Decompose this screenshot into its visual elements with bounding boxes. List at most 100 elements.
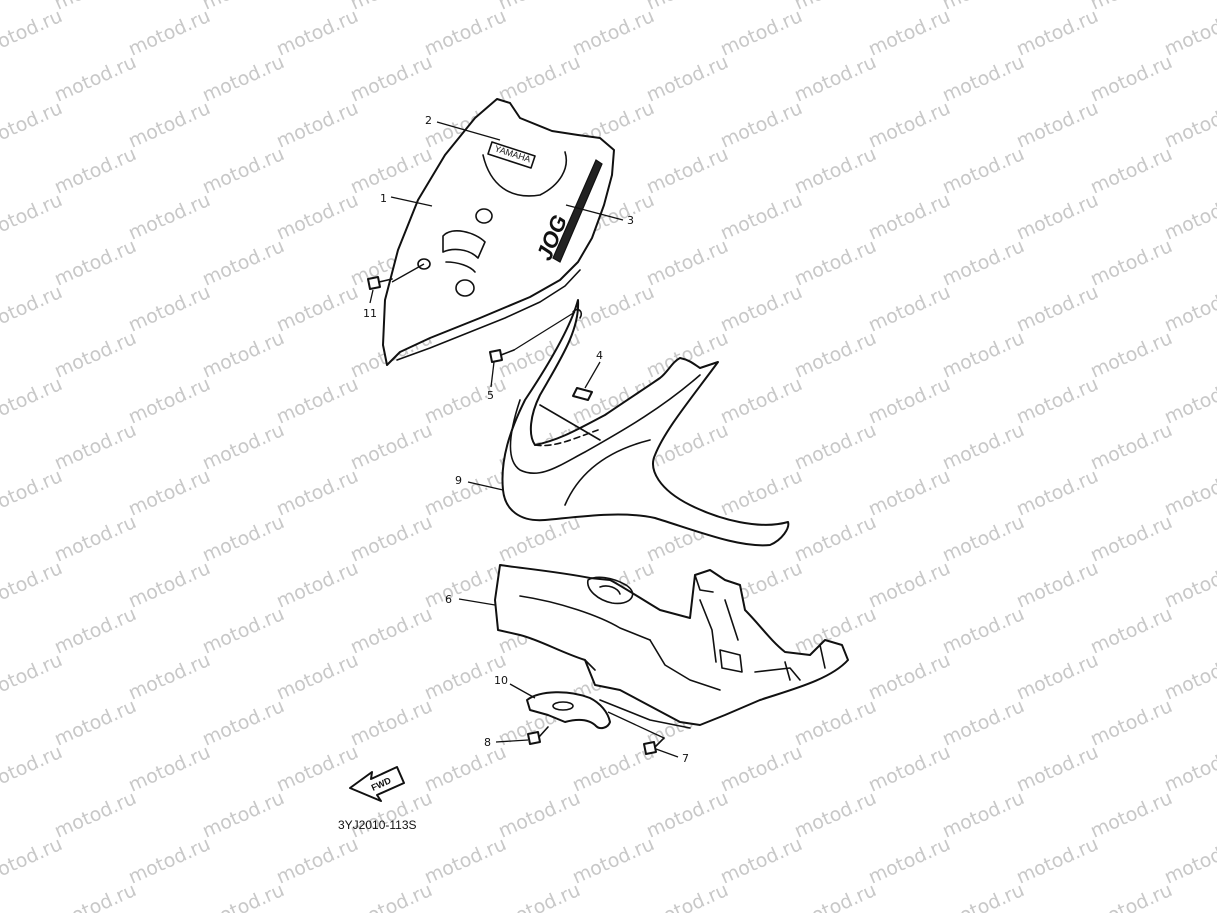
callout-4: 4 xyxy=(596,349,603,362)
watermark-text: motod.ru xyxy=(125,97,214,153)
watermark-text: motod.ru xyxy=(939,327,1028,383)
watermark-text: motod.ru xyxy=(939,0,1028,15)
watermark-text: motod.ru xyxy=(495,0,584,15)
watermark-text: motod.ru xyxy=(0,465,66,521)
watermark-text: motod.ru xyxy=(1161,97,1217,153)
watermark-text: motod.ru xyxy=(939,143,1028,199)
watermark-text: motod.ru xyxy=(199,235,288,291)
watermark-text: motod.ru xyxy=(125,741,214,797)
watermark-text: motod.ru xyxy=(347,695,436,751)
watermark-text: motod.ru xyxy=(347,0,436,15)
watermark-text: motod.ru xyxy=(1087,0,1176,15)
watermark-text: motod.ru xyxy=(569,5,658,61)
watermark-text: motod.ru xyxy=(1087,603,1176,659)
diagram-code: 3YJ2010-113S xyxy=(338,818,417,832)
watermark-text: motod.ru xyxy=(1087,143,1176,199)
watermark-text: motod.ru xyxy=(273,5,362,61)
watermark-text: motod.ru xyxy=(791,51,880,107)
screw-11 xyxy=(367,276,393,290)
watermark-text: motod.ru xyxy=(125,5,214,61)
watermark-text: motod.ru xyxy=(791,143,880,199)
watermark-text: motod.ru xyxy=(939,603,1028,659)
watermark-text: motod.ru xyxy=(643,0,732,15)
watermark-text: motod.ru xyxy=(717,373,806,429)
watermark-text: motod.ru xyxy=(347,603,436,659)
watermark-text: motod.ru xyxy=(1013,97,1102,153)
watermark-text: motod.ru xyxy=(347,51,436,107)
watermark-text: motod.ru xyxy=(1013,741,1102,797)
watermark-text: motod.ru xyxy=(495,51,584,107)
watermark-text: motod.ru xyxy=(643,51,732,107)
watermark-text: motod.ru xyxy=(1013,649,1102,705)
callout-6: 6 xyxy=(445,593,452,606)
watermark-text: motod.ru xyxy=(1013,833,1102,889)
watermark-text: motod.ru xyxy=(125,281,214,337)
watermark-text: motod.ru xyxy=(791,419,880,475)
watermark-text: motod.ru xyxy=(199,879,288,913)
watermark-text: motod.ru xyxy=(51,235,140,291)
watermark-text: motod.ru xyxy=(643,143,732,199)
watermark-text: motod.ru xyxy=(939,51,1028,107)
watermark-text: motod.ru xyxy=(939,879,1028,913)
watermark-text: motod.ru xyxy=(865,557,954,613)
callout-11: 11 xyxy=(363,307,377,320)
callout-5: 5 xyxy=(487,389,494,402)
watermark-text: motod.ru xyxy=(865,5,954,61)
watermark-text: motod.ru xyxy=(421,833,510,889)
bracket-plate-part xyxy=(526,691,611,730)
watermark-text: motod.ru xyxy=(865,465,954,521)
callout-8: 8 xyxy=(484,736,491,749)
watermark-text: motod.ru xyxy=(0,281,66,337)
watermark-text: motod.ru xyxy=(51,695,140,751)
watermark-text: motod.ru xyxy=(1013,5,1102,61)
watermark-text: motod.ru xyxy=(1161,373,1217,429)
watermark-text: motod.ru xyxy=(199,787,288,843)
watermark-text: motod.ru xyxy=(51,0,140,15)
watermark-text: motod.ru xyxy=(939,787,1028,843)
watermark-text: motod.ru xyxy=(569,833,658,889)
watermark-text: motod.ru xyxy=(717,97,806,153)
callout-2: 2 xyxy=(425,114,432,127)
watermark-text: motod.ru xyxy=(643,787,732,843)
watermark-text: motod.ru xyxy=(273,741,362,797)
watermark-text: motod.ru xyxy=(273,97,362,153)
watermark-text: motod.ru xyxy=(51,143,140,199)
watermark-text: motod.ru xyxy=(495,787,584,843)
watermark-text: motod.ru xyxy=(51,511,140,567)
watermark-text: motod.ru xyxy=(347,879,436,913)
watermark-text: motod.ru xyxy=(125,649,214,705)
watermark-text: motod.ru xyxy=(1013,281,1102,337)
watermark-text: motod.ru xyxy=(865,833,954,889)
watermark-text: motod.ru xyxy=(125,189,214,245)
watermark-text: motod.ru xyxy=(569,281,658,337)
watermark-text: motod.ru xyxy=(643,879,732,913)
watermark-text: motod.ru xyxy=(51,327,140,383)
watermark-text: motod.ru xyxy=(125,373,214,429)
watermark-text: motod.ru xyxy=(51,419,140,475)
watermark-text: motod.ru xyxy=(273,465,362,521)
watermark-text: motod.ru xyxy=(495,879,584,913)
watermark-text: motod.ru xyxy=(1087,327,1176,383)
watermark-text: motod.ru xyxy=(273,189,362,245)
watermark-text: motod.ru xyxy=(199,51,288,107)
watermark-text: motod.ru xyxy=(273,557,362,613)
callout-3: 3 xyxy=(627,214,634,227)
callout-labels: 1 2 3 4 5 6 7 8 9 10 11 xyxy=(363,114,689,765)
watermark-text: motod.ru xyxy=(1013,557,1102,613)
watermark-text: motod.ru xyxy=(199,0,288,15)
watermark-text: motod.ru xyxy=(1087,235,1176,291)
inner-panel-part xyxy=(494,564,849,729)
watermark-text: motod.ru xyxy=(273,833,362,889)
watermark-text: motod.ru xyxy=(0,189,66,245)
watermark-text: motod.ru xyxy=(421,5,510,61)
watermark-text: motod.ru xyxy=(791,327,880,383)
watermark-text: motod.ru xyxy=(1013,465,1102,521)
watermark-text: motod.ru xyxy=(199,419,288,475)
watermark-text: motod.ru xyxy=(1161,741,1217,797)
watermark-text: motod.ru xyxy=(1161,557,1217,613)
watermark-text: motod.ru xyxy=(1161,189,1217,245)
watermark-text: motod.ru xyxy=(199,695,288,751)
watermark-text: motod.ru xyxy=(717,741,806,797)
watermark-text: motod.ru xyxy=(865,189,954,245)
watermark-text: motod.ru xyxy=(0,649,66,705)
